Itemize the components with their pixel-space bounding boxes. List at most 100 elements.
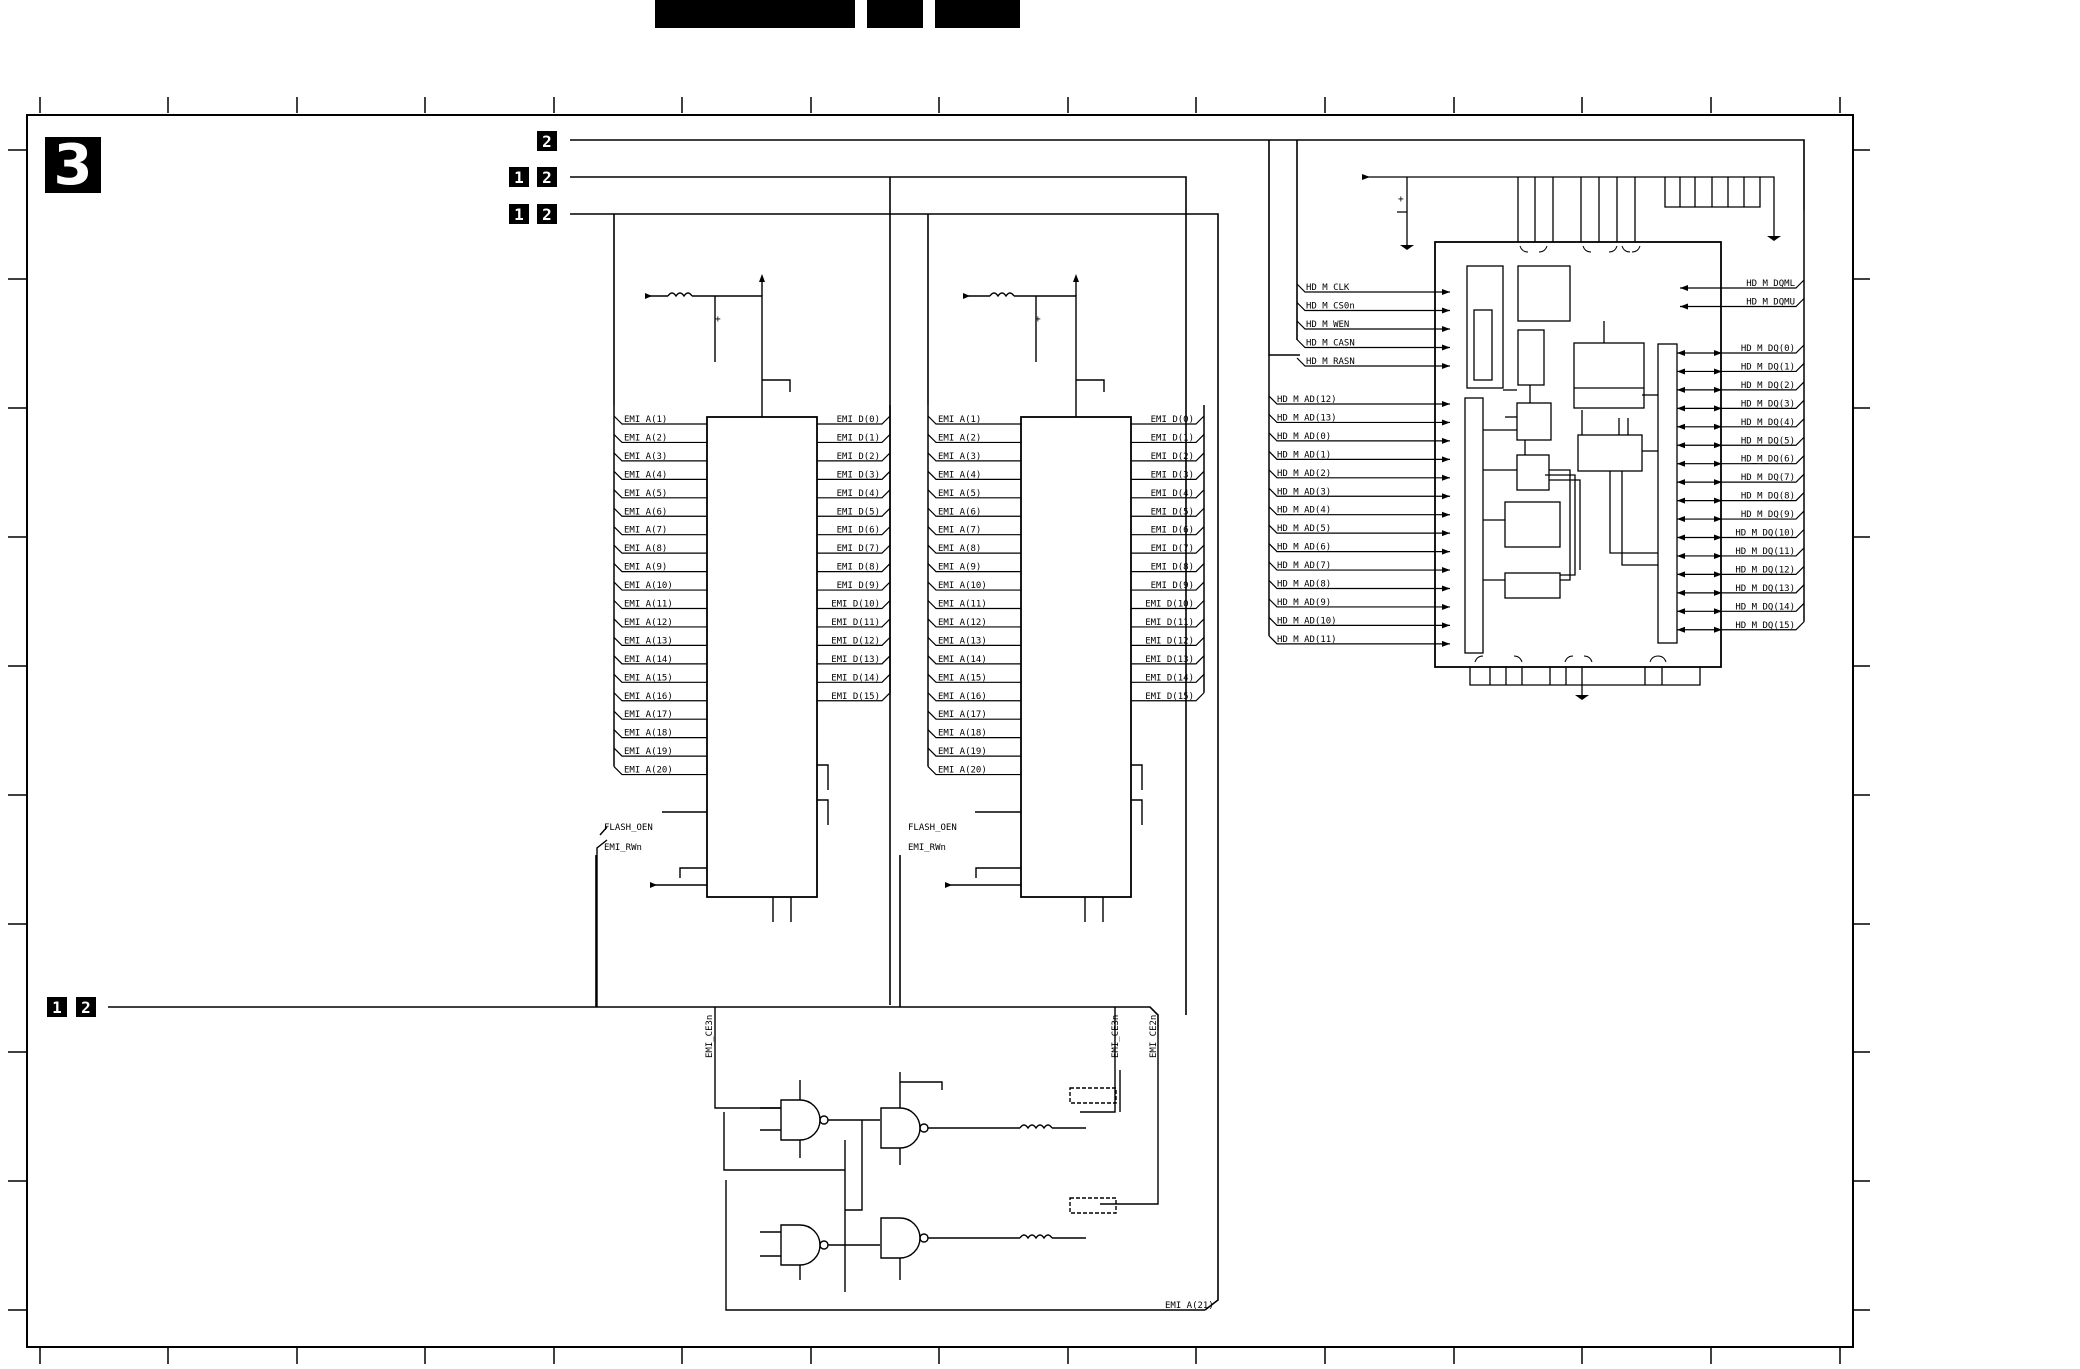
sdram-control-label: HD_M_WEN (1306, 320, 1349, 330)
sdram-address-label: HD_M_AD(4) (1277, 506, 1331, 516)
bus-badge-top: 2 (537, 131, 557, 151)
sdram-address-lead (1268, 580, 1450, 590)
flash-right-address-pin-label: EMI_A(2) (938, 433, 981, 443)
flash-left-data-pin-label: EMI_D(0) (837, 415, 880, 425)
sdram-arrow (1677, 479, 1685, 486)
address-pin-lead (613, 600, 707, 610)
flash-left-address-pin-label: EMI_A(1) (624, 415, 667, 425)
sdram-data-label: HD_M_DQ(10) (1735, 529, 1795, 539)
address-pin-lead (613, 729, 707, 739)
sdram-address-lead (1268, 395, 1450, 405)
sdram-arrow-in (1442, 585, 1450, 592)
sdram-arrow-in (1680, 285, 1688, 291)
cs-label-ce3n-left: EMI_CE3n (705, 1015, 715, 1058)
sdram-address-label: HD_M_AD(5) (1277, 524, 1331, 534)
address-pin-lead (927, 692, 1021, 702)
cap-plus: + (715, 314, 721, 325)
sdram-data-label: HD_M_DQ(6) (1741, 455, 1795, 465)
flash-right-data-pin-label: EMI_D(9) (1151, 581, 1194, 591)
data-pin-lead (817, 692, 891, 702)
flash-chip-right: + (945, 274, 1143, 922)
sdram-data-label: HD_M_DQ(11) (1735, 547, 1795, 557)
sdram-control-label: HD_M_CASN (1306, 339, 1355, 349)
flash-right-data-pin-label: EMI_D(12) (1145, 636, 1194, 646)
flash-right-data-pin-label: EMI_D(0) (1151, 415, 1194, 425)
data-pin-lead (817, 470, 891, 480)
address-pin-lead (927, 747, 1021, 757)
address-pin-lead (613, 766, 707, 776)
flash-right-data-pin-label: EMI_D(6) (1151, 526, 1194, 536)
sdram-address-lead (1268, 598, 1450, 608)
sdram-arrow-in (1442, 326, 1450, 332)
flash-left-address-pin-label: EMI_A(16) (624, 692, 673, 702)
sdram-arrow (1677, 442, 1685, 449)
sdram-address-label: HD_M_AD(12) (1277, 395, 1337, 405)
data-pin-lead (817, 544, 891, 554)
sdram-mask-label: HD_M_DQMU (1746, 298, 1795, 308)
sdram-data-label: HD_M_DQ(4) (1741, 418, 1795, 428)
sdram-control-lead (1296, 339, 1450, 349)
flash-right-address-pin-label: EMI_A(5) (938, 489, 981, 499)
flash-left-data-pin-label: EMI_D(9) (837, 581, 880, 591)
data-pin-lead (1131, 489, 1205, 499)
address-pin-lead (613, 673, 707, 683)
flash-left-data-pin-label: EMI_D(2) (837, 452, 880, 462)
sdram-arrow-in (1442, 307, 1450, 314)
flash-left-address-pin-label: EMI_A(18) (624, 729, 673, 739)
sdram-address-label: HD_M_AD(7) (1277, 561, 1331, 571)
data-pin-lead (1131, 544, 1205, 554)
data-pin-lead (1131, 692, 1205, 702)
address-pin-lead (927, 673, 1021, 683)
cs-label-ce3n-right: EMI_CE3n (1111, 1015, 1121, 1058)
data-pin-lead (817, 600, 891, 610)
flash-left-address-pin-label: EMI_A(19) (624, 747, 673, 757)
sdram-control-label: HD_M_CS0n (1306, 302, 1355, 312)
flash-left-data-pin-label: EMI_D(11) (831, 618, 880, 628)
address-pin-lead (927, 710, 1021, 720)
flash-right-data-pin-label: EMI_D(7) (1151, 544, 1194, 554)
sdram-arrow (1714, 552, 1722, 559)
flash-left-address-pin-label: EMI_A(15) (624, 673, 673, 683)
flash-left-address-pin-label: EMI_A(12) (624, 618, 673, 628)
flash-right-address-pin-label: EMI_A(15) (938, 673, 987, 683)
sdram-mask-lead (1680, 279, 1805, 289)
flash-left-address-pin-label: EMI_A(8) (624, 544, 667, 554)
data-pin-lead (1131, 563, 1205, 573)
sdram-address-label: HD_M_AD(3) (1277, 487, 1331, 497)
flash-left-data-pin-label: EMI_D(3) (837, 470, 880, 480)
data-pin-lead (1131, 655, 1205, 665)
address-pin-lead (613, 526, 707, 536)
flash-right-data-pin-label: EMI_D(3) (1151, 470, 1194, 480)
data-pin-lead (817, 581, 891, 591)
flash-right-data-pin-label: EMI_D(2) (1151, 452, 1194, 462)
sdram-address-label: HD_M_AD(1) (1277, 450, 1331, 460)
sdram-arrow-in (1442, 567, 1450, 574)
flash-right-address-pin-label: EMI_A(13) (938, 636, 987, 646)
bus-badge-second: 1 2 (509, 167, 557, 187)
bus-badge-third: 1 2 (509, 204, 557, 224)
flash-left-address-pin-label: EMI_A(5) (624, 489, 667, 499)
flash-left-data-pin-label: EMI_D(8) (837, 563, 880, 573)
sdram-data-label: HD_M_DQ(8) (1741, 492, 1795, 502)
data-pin-lead (1131, 452, 1205, 462)
sdram-arrow-in (1442, 640, 1450, 647)
data-pin-lead (817, 636, 891, 646)
data-pin-lead (1131, 600, 1205, 610)
sheet-badge: 3 (45, 133, 101, 198)
flash-right-data-pin-label: EMI_D(11) (1145, 618, 1194, 628)
sdram-address-lead (1268, 450, 1450, 460)
sheet-frame (26, 114, 1854, 1348)
flash-right-rwn-label: EMI_RWn (908, 843, 946, 853)
address-pin-lead (613, 507, 707, 517)
sdram-address-lead (1268, 487, 1450, 497)
sheet-number: 3 (54, 133, 93, 198)
data-pin-lead (1131, 618, 1205, 628)
sdram-data-label: HD_M_DQ(5) (1741, 436, 1795, 446)
sdram-control-label: HD_M_RASN (1306, 357, 1355, 367)
data-pin-lead (1131, 470, 1205, 480)
address-pin-lead (613, 434, 707, 444)
sdram-arrow (1677, 460, 1685, 467)
data-pin-lead (1131, 507, 1205, 517)
sdram-arrow (1714, 423, 1722, 430)
